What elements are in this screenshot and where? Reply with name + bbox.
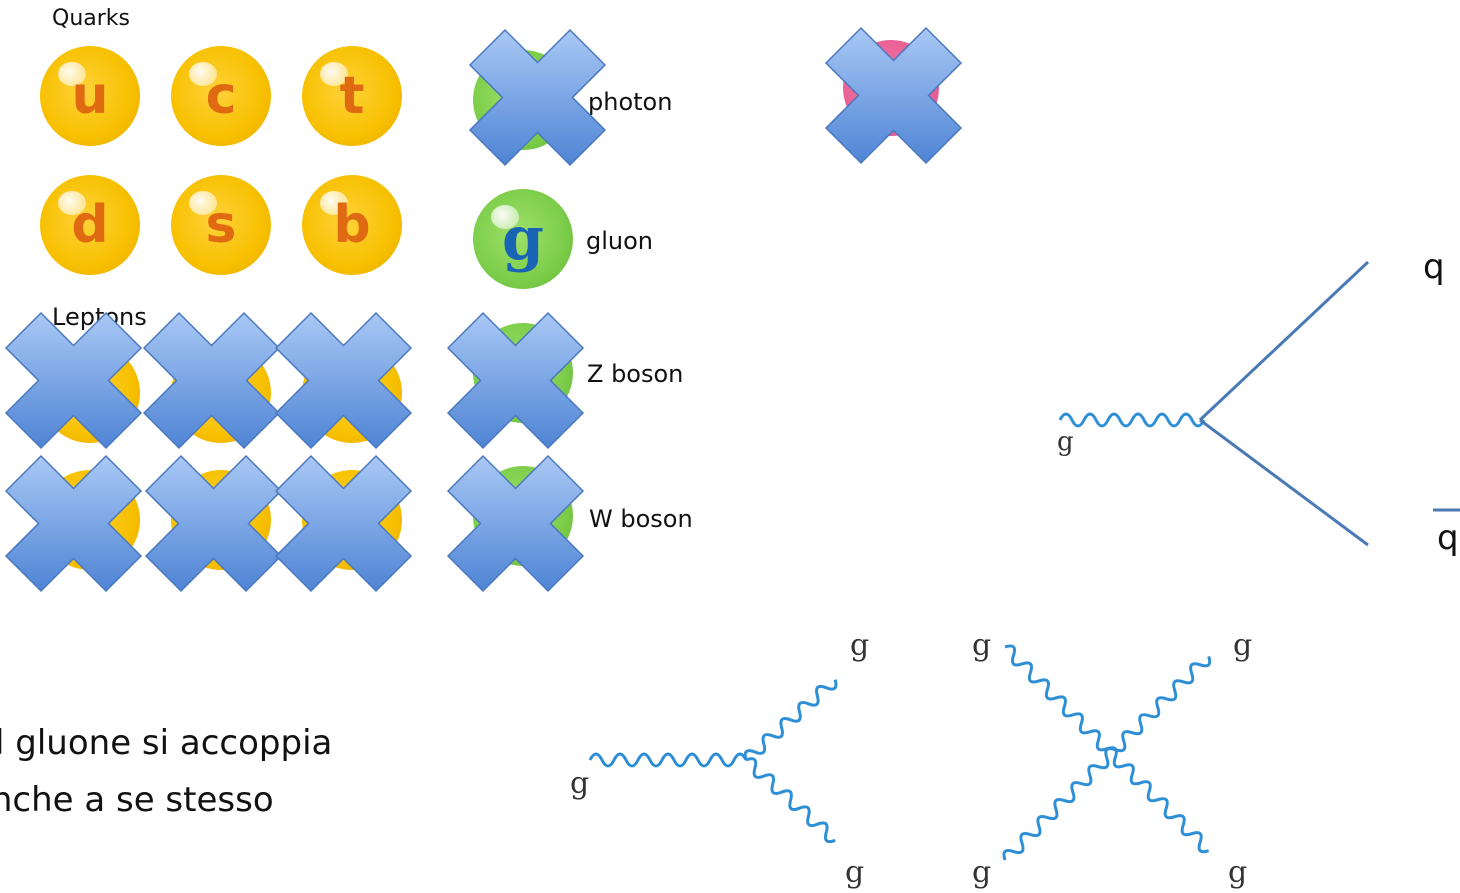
gluon-quark-vertex-diagram: [1058, 260, 1460, 547]
gluon-ball: g: [473, 189, 573, 289]
quark-b: b: [302, 175, 402, 275]
photon-label: photon: [588, 88, 673, 116]
cross-mark-lepton: [5, 312, 142, 449]
cross-mark-lepton: [275, 312, 412, 449]
gluon-label-g: g: [845, 855, 865, 890]
cross-mark-w-boson: [447, 455, 584, 592]
gluon-label: gluon: [586, 227, 654, 255]
gluon-wave-line: [745, 757, 836, 844]
gluon-wave-line: [743, 679, 838, 761]
quark-u: u: [40, 46, 140, 146]
three-gluon-vertex-diagram: [588, 679, 838, 844]
gluon-wave-line: [1002, 655, 1212, 861]
quark-t: t: [302, 46, 402, 146]
gluon-label-g: g: [570, 766, 590, 801]
four-gluon-vertex-diagram: [1002, 644, 1212, 861]
cross-mark-lepton: [145, 455, 282, 592]
cross-mark-higgs: [825, 27, 962, 164]
quark-line: [1198, 260, 1370, 422]
quark-c: c: [171, 46, 271, 146]
cross-mark-z-boson: [447, 312, 584, 449]
self-coupling-caption-line1: Il gluone si accoppia: [0, 723, 333, 763]
cross-mark-lepton: [5, 455, 142, 592]
quark-label: q: [1423, 247, 1445, 287]
gluon-label-g: g: [972, 855, 992, 890]
gluon-label-g: g: [850, 628, 870, 663]
cross-mark-photon: [469, 29, 606, 166]
quark-s: s: [171, 175, 271, 275]
gluon-label-g: g: [1228, 855, 1248, 890]
gluon-wave-line: [1058, 412, 1206, 428]
cross-mark-lepton: [275, 455, 412, 592]
quark-d: d: [40, 175, 140, 275]
gluon-wave-line: [588, 752, 748, 768]
cross-mark-lepton: [143, 312, 280, 449]
w-boson-label: W boson: [589, 505, 693, 533]
antiquark-label: q: [1437, 518, 1459, 558]
gluon-label-g: g: [972, 628, 992, 663]
self-coupling-caption-line2: anche a se stesso: [0, 780, 274, 820]
antiquark-line: [1199, 418, 1369, 547]
z-boson-label: Z boson: [587, 360, 684, 388]
gluon-label-g: g: [1057, 427, 1074, 457]
gluon-label-g: g: [1233, 628, 1253, 663]
quarks-heading: Quarks: [52, 6, 130, 31]
